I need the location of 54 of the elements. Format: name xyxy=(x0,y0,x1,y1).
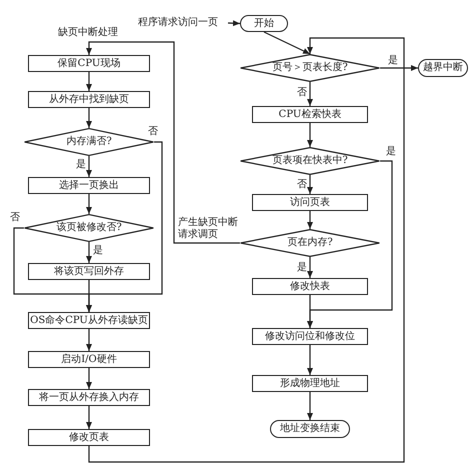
terminal-box: 开始 xyxy=(240,15,288,32)
arrow xyxy=(307,392,313,420)
process-box: 修改访问位和修改位 xyxy=(252,328,368,345)
decision-diamond: 页表项在快表中? xyxy=(240,147,380,175)
arrow xyxy=(380,65,418,71)
process-box: 修改页表 xyxy=(28,429,150,446)
arrow xyxy=(86,194,92,214)
process-box: 访问页表 xyxy=(252,194,368,211)
decision-diamond: 该页被修改否? xyxy=(24,214,154,242)
arrow xyxy=(86,280,92,312)
terminal-box: 地址变换结束 xyxy=(270,420,350,438)
process-box: CPU检索快表 xyxy=(252,106,368,123)
edge-label: 否 xyxy=(10,212,20,224)
arrow xyxy=(86,156,92,177)
edge-label: 是 xyxy=(93,245,103,257)
arrow xyxy=(86,329,92,351)
process-box: 选择一页换出 xyxy=(28,177,150,194)
decision-diamond: 页号＞页表长度? xyxy=(240,54,380,82)
arrow xyxy=(86,72,92,91)
arrow xyxy=(86,41,240,244)
arrow xyxy=(88,37,405,463)
note-text: 程序请求访问一页 xyxy=(128,15,228,31)
process-box: 将一页从外存换入内存 xyxy=(28,389,150,406)
arrow xyxy=(86,406,92,429)
arrow xyxy=(307,82,313,106)
decision-diamond: 页在内存? xyxy=(240,229,380,257)
process-box: 修改快表 xyxy=(252,278,368,295)
edge-label: 是 xyxy=(386,146,396,158)
process-box: 保留CPU现场 xyxy=(28,55,150,72)
arrow xyxy=(307,211,313,229)
edge-label: 是 xyxy=(388,55,398,67)
arrow xyxy=(86,108,92,128)
edge-label: 否 xyxy=(297,179,307,191)
edge-label: 否 xyxy=(297,87,307,99)
arrow xyxy=(228,20,240,26)
arrow xyxy=(86,242,92,263)
arrow xyxy=(307,175,313,194)
edge-label: 是 xyxy=(297,262,307,274)
edge-label: 产生缺页中断请求调页 xyxy=(178,217,240,241)
terminal-box: 越界中断 xyxy=(418,59,468,77)
process-box: 形成物理地址 xyxy=(252,375,368,392)
process-box: 将该页写回外存 xyxy=(28,263,150,280)
section-heading: 缺页中断处理 xyxy=(58,28,118,38)
edge-label: 是 xyxy=(76,159,86,171)
arrow xyxy=(86,368,92,389)
arrow xyxy=(264,31,310,55)
arrow xyxy=(307,345,313,375)
process-box: 启动I/O硬件 xyxy=(28,351,150,368)
edge-label: 否 xyxy=(148,126,158,138)
process-box: OS命令CPU从外存读缺页 xyxy=(28,312,150,329)
arrow xyxy=(307,295,313,328)
arrow xyxy=(307,123,313,147)
arrow xyxy=(307,257,313,278)
process-box: 从外存中找到缺页 xyxy=(28,91,150,108)
